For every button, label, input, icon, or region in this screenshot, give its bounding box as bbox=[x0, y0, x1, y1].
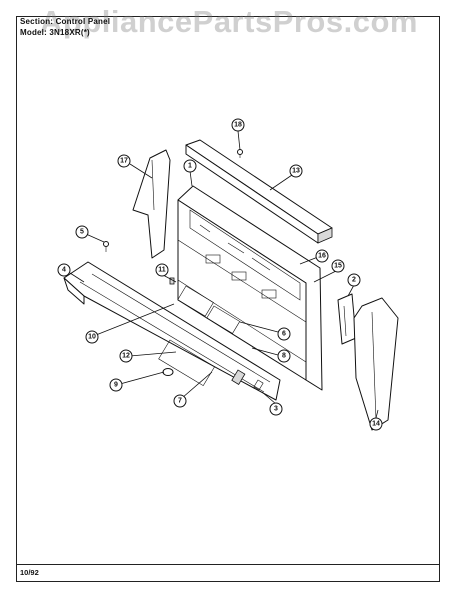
svg-text:5: 5 bbox=[80, 229, 84, 236]
part-1-panel-frame bbox=[177, 185, 323, 391]
leader-lines bbox=[69, 130, 379, 419]
callout-17: 17 bbox=[117, 154, 131, 168]
callout-6: 6 bbox=[277, 327, 291, 341]
callout-15: 15 bbox=[331, 259, 345, 273]
svg-text:7: 7 bbox=[178, 398, 182, 405]
svg-text:2: 2 bbox=[352, 277, 356, 284]
callout-1: 1 bbox=[183, 159, 197, 173]
watermark: AppliancePartsPros.com bbox=[40, 4, 418, 39]
footer-date: 10/92 bbox=[20, 568, 39, 577]
svg-text:6: 6 bbox=[282, 331, 286, 338]
svg-text:12: 12 bbox=[122, 353, 130, 360]
svg-text:11: 11 bbox=[158, 267, 166, 274]
part-4-front-panel bbox=[63, 261, 281, 401]
callout-8: 8 bbox=[277, 349, 291, 363]
callout-16: 16 bbox=[315, 249, 329, 263]
svg-text:3: 3 bbox=[274, 406, 278, 413]
page-frame bbox=[16, 16, 440, 582]
svg-text:16: 16 bbox=[318, 253, 326, 260]
callout-10: 10 bbox=[85, 330, 99, 344]
callout-14: 14 bbox=[369, 417, 383, 431]
part-9-knob bbox=[162, 368, 174, 376]
part-14-right-trim bbox=[353, 297, 399, 431]
callout-7: 7 bbox=[173, 394, 187, 408]
part-2-bracket bbox=[337, 293, 357, 345]
callout-18: 18 bbox=[231, 118, 245, 132]
callout-4: 4 bbox=[57, 263, 71, 277]
svg-text:18: 18 bbox=[234, 122, 242, 129]
svg-text:15: 15 bbox=[334, 263, 342, 270]
svg-text:17: 17 bbox=[120, 158, 128, 165]
footer-divider bbox=[16, 564, 440, 565]
section-title: Section: Control Panel bbox=[20, 17, 111, 26]
part-17-left-trim bbox=[132, 149, 171, 259]
part-5-screw bbox=[103, 241, 109, 252]
svg-text:4: 4 bbox=[62, 267, 66, 274]
model-title: Model: 3N18XR(*) bbox=[20, 28, 90, 37]
part-10-11-controls bbox=[169, 277, 241, 334]
part-13-top-rail bbox=[185, 139, 333, 244]
callout-9: 9 bbox=[109, 378, 123, 392]
callout-12: 12 bbox=[119, 349, 133, 363]
svg-text:1: 1 bbox=[188, 163, 192, 170]
callout-13: 13 bbox=[289, 164, 303, 178]
svg-text:14: 14 bbox=[372, 421, 380, 428]
callout-11: 11 bbox=[155, 263, 169, 277]
svg-text:10: 10 bbox=[88, 334, 96, 341]
callout-5: 5 bbox=[75, 225, 89, 239]
svg-text:9: 9 bbox=[114, 382, 118, 389]
svg-text:8: 8 bbox=[282, 353, 286, 360]
callout-2: 2 bbox=[347, 273, 361, 287]
svg-text:13: 13 bbox=[292, 168, 300, 175]
callout-3: 3 bbox=[269, 402, 283, 416]
part-18-screw bbox=[237, 149, 243, 158]
